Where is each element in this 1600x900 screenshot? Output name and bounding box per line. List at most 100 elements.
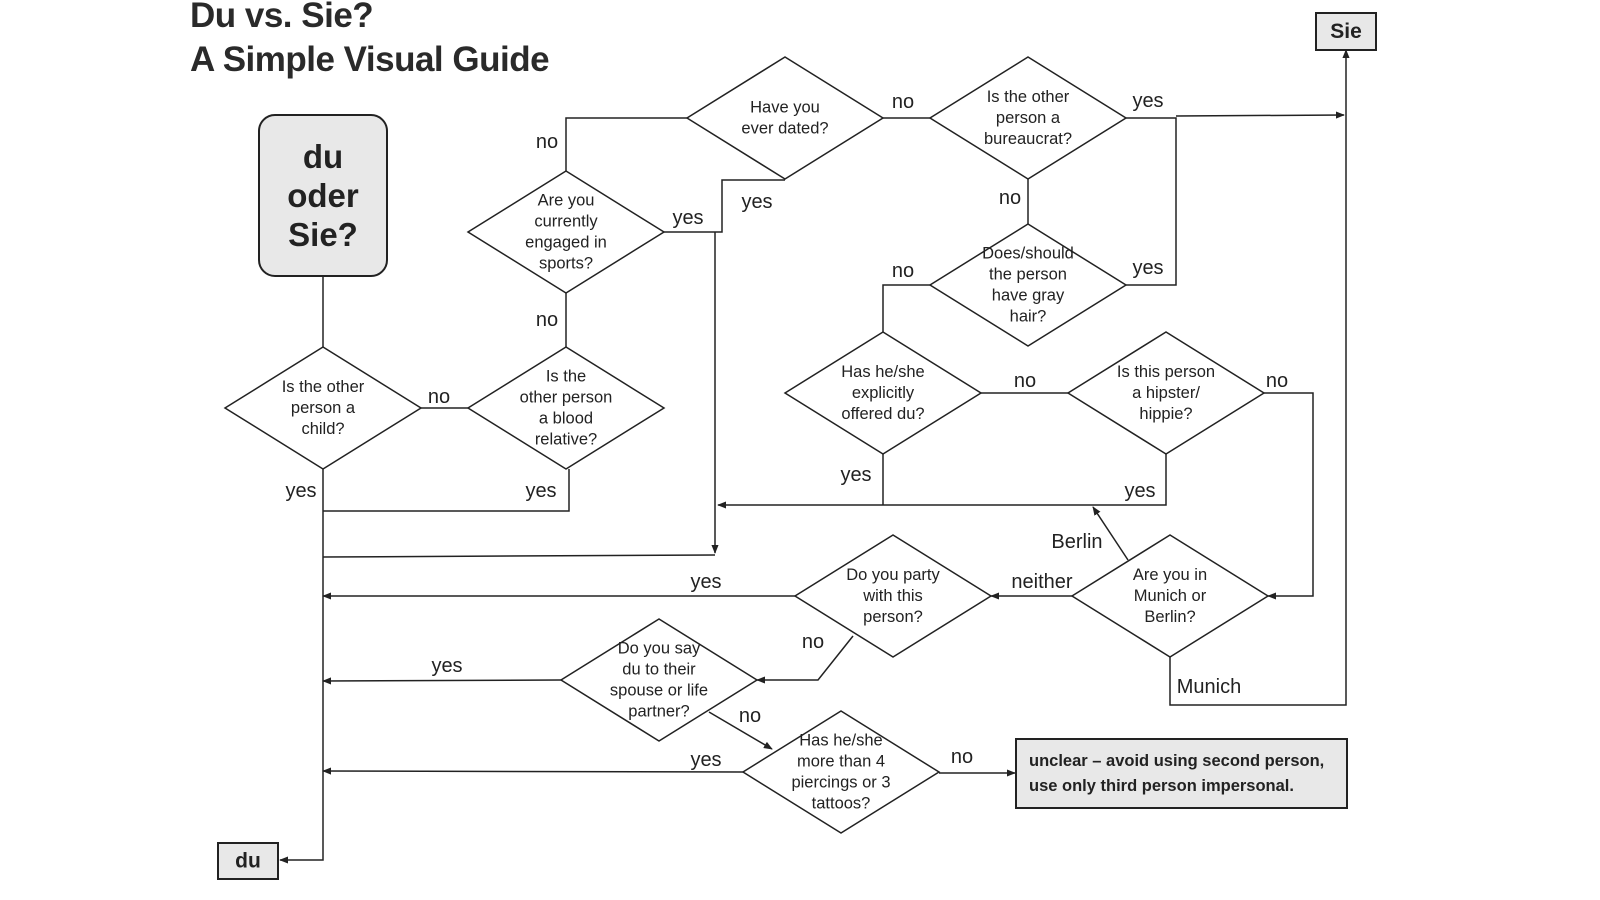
edge-label-party-no: no (802, 631, 824, 653)
edge-label-neither: neither (1011, 571, 1072, 593)
connector-3 (565, 117, 687, 171)
du-text-line: du (235, 850, 261, 873)
piercings-text-line: tattoos? (812, 795, 871, 813)
connector-27 (323, 469, 570, 512)
spouse-text-line: Do you say (618, 640, 701, 658)
sie-box (1315, 12, 1377, 51)
edge-label-child-no: no (428, 386, 450, 408)
child-text-line: person a (291, 399, 356, 417)
connector-12 (882, 284, 930, 332)
gray-text-line: the person (989, 266, 1067, 284)
piercings-text-line: Has he/she (799, 732, 882, 750)
hipster-decision (1066, 331, 1266, 455)
edge-label-berlin: Berlin (1051, 531, 1102, 553)
hipster-text-line: Is this person (1117, 363, 1215, 381)
title-line-2: A Simple Visual Guide (190, 40, 550, 79)
edge-label-sports-yes: yes (672, 207, 703, 229)
connector-7 (322, 554, 716, 558)
hipster-text-line: a hipster/ (1132, 384, 1200, 402)
title-line-1: Du vs. Sie? (190, 0, 374, 35)
party-text-line: Do you party (846, 566, 940, 584)
sports-text-line: sports? (539, 255, 593, 273)
connector-9 (1126, 117, 1177, 286)
sie-text-line: Sie (1330, 20, 1362, 43)
edge-label-pierce-yes: yes (690, 749, 721, 771)
offered-decision (783, 331, 983, 455)
sports-text-line: currently (534, 213, 598, 231)
start-box (258, 114, 388, 277)
edge-label-spouse-no: no (739, 705, 761, 727)
offered-text-line: offered du? (841, 405, 924, 423)
offered-text-line: explicitly (852, 384, 915, 402)
child-text-line: Is the other (282, 378, 365, 396)
gray-decision (928, 223, 1128, 347)
bureaucrat-decision (928, 56, 1128, 180)
blood-decision (466, 346, 666, 470)
unclear-text-line: unclear – avoid using second person, (1029, 752, 1324, 770)
sports-decision (466, 170, 666, 294)
du-box (217, 842, 279, 880)
edge-label-bureau-no: no (999, 187, 1021, 209)
piercings-decision (741, 710, 941, 834)
connector-26 (279, 469, 324, 864)
connector-19 (1169, 49, 1350, 706)
start-text-line: oder (287, 177, 359, 214)
connector-24 (322, 767, 744, 775)
edge-label-hipster-no: no (1266, 370, 1288, 392)
connector-21 (756, 635, 854, 684)
gray-text-line: hair? (1010, 308, 1047, 326)
connector-14 (1264, 392, 1314, 600)
spouse-text-line: du to their (622, 661, 696, 679)
sports-text-line: engaged in (525, 234, 607, 252)
dated-text-line: ever dated? (741, 120, 828, 138)
edge-label-blood-yes: yes (525, 480, 556, 502)
edge-label-offered-no: no (1014, 370, 1036, 392)
dated-decision (685, 56, 885, 180)
bureaucrat-text-line: Is the other (987, 88, 1070, 106)
edge-label-dated-yes: yes (741, 191, 772, 213)
connector-17 (1092, 506, 1129, 561)
blood-text-line: Is the (546, 368, 586, 386)
edge-label-spouse-yes: yes (431, 655, 462, 677)
edge-label-bureau-yes: yes (1132, 90, 1163, 112)
unclear-text-line: use only third person impersonal. (1029, 777, 1294, 795)
start-text-line: Sie? (288, 216, 358, 253)
munich-decision (1070, 534, 1270, 658)
bureaucrat-text-line: bureaucrat? (984, 130, 1072, 148)
sports-text-line: Are you (538, 192, 595, 210)
blood-text-line: relative? (535, 431, 597, 449)
connector-16 (717, 454, 1167, 509)
spouse-text-line: spouse or life (610, 682, 708, 700)
dated-text-line: Have you (750, 99, 820, 117)
offered-text-line: Has he/she (841, 363, 924, 381)
party-decision (793, 534, 993, 658)
blood-text-line: other person (520, 389, 613, 407)
edge-label-pierce-no: no (951, 746, 973, 768)
unclear-box (1015, 738, 1348, 809)
connector-23 (708, 711, 773, 750)
spouse-decision (559, 618, 759, 742)
edge-label-child-yes: yes (285, 480, 316, 502)
edge-label-gray-no: no (892, 260, 914, 282)
edge-label-munich: Munich (1177, 676, 1241, 698)
munich-text-line: Are you in (1133, 566, 1207, 584)
party-text-line: person? (863, 608, 923, 626)
start-text-line: du (303, 138, 343, 175)
edge-label-blood-no: no (536, 309, 558, 331)
gray-text-line: have gray (992, 287, 1065, 305)
edge-label-sports-no: no (536, 131, 558, 153)
connector-22 (322, 677, 562, 685)
connector-4 (664, 179, 785, 233)
spouse-text-line: partner? (628, 703, 689, 721)
connector-10 (1175, 111, 1345, 119)
piercings-text-line: more than 4 (797, 753, 885, 771)
edge-label-gray-yes: yes (1132, 257, 1163, 279)
child-decision (223, 346, 423, 470)
edge-label-offered-yes: yes (840, 464, 871, 486)
munich-text-line: Berlin? (1144, 608, 1195, 626)
edge-label-dated-no: no (892, 91, 914, 113)
blood-text-line: a blood (539, 410, 593, 428)
gray-text-line: Does/should (982, 245, 1074, 263)
piercings-text-line: piercings or 3 (791, 774, 890, 792)
